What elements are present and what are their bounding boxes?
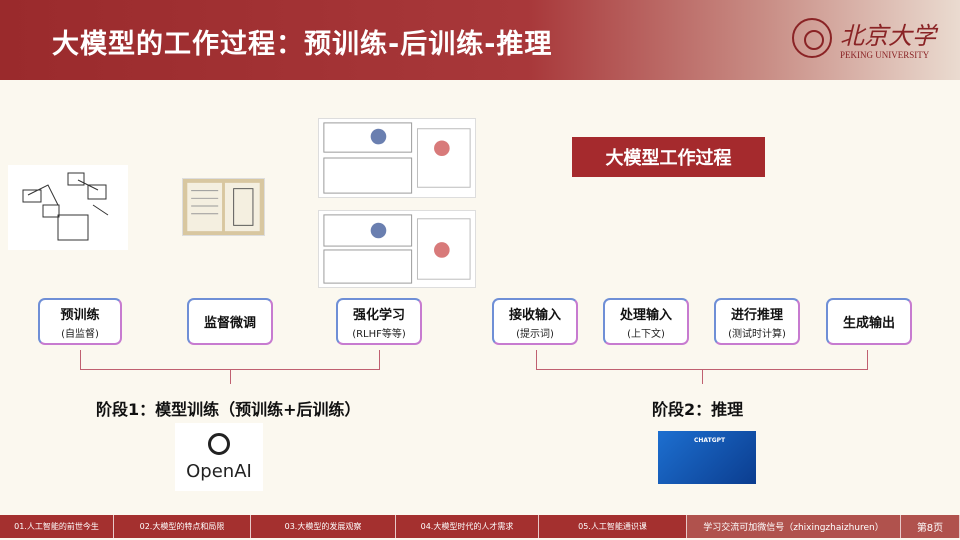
step-label: 监督微调	[203, 316, 256, 331]
rlhf-illustration-1	[318, 118, 476, 198]
step-label: 接收输入	[508, 307, 561, 323]
step-label: 强化学习	[352, 307, 405, 323]
step-rl: 强化学习 (RLHF等等)	[336, 298, 422, 345]
footer-nav: 01.人工智能的前世今生 02.大模型的特点和局限 03.大模型的发展观察 04…	[0, 515, 960, 538]
step-label: 生成输出	[842, 316, 895, 331]
step-sublabel: (RLHF等等)	[352, 328, 406, 340]
stage1-label: 阶段1：模型训练（预训练+后训练）	[96, 400, 361, 419]
stage2-label: 阶段2：推理	[652, 400, 744, 419]
stage1-bracket	[80, 350, 380, 370]
section-heading: 大模型工作过程	[572, 137, 765, 177]
pku-logo: 北京大学 PEKING UNIVERSITY	[792, 14, 952, 64]
stage1-bracket-stem	[230, 370, 231, 384]
openai-wordmark: OpenAI	[186, 460, 252, 482]
footer-item-2[interactable]: 02.大模型的特点和局限	[114, 515, 251, 538]
step-reasoning: 进行推理 (测试时计算)	[714, 298, 800, 345]
step-sft: 监督微调	[187, 298, 273, 345]
openai-logo: OpenAI	[175, 423, 263, 491]
page-number: 第8页	[901, 515, 960, 538]
step-sublabel: (测试时计算)	[728, 328, 786, 340]
stage2-bracket-stem	[702, 370, 703, 384]
footer-item-3[interactable]: 03.大模型的发展观察	[251, 515, 396, 538]
step-label: 进行推理	[730, 307, 783, 323]
step-sublabel: (自监督)	[61, 328, 99, 340]
openai-knot-icon	[208, 432, 230, 455]
rlhf-illustration-2	[318, 210, 476, 288]
step-label: 处理输入	[619, 307, 672, 323]
footer-item-4[interactable]: 04.大模型时代的人才需求	[396, 515, 539, 538]
chatgpt-image: CHATGPT	[658, 431, 756, 484]
page-title: 大模型的工作过程：预训练-后训练-推理	[52, 29, 553, 60]
step-sublabel: (提示词)	[516, 328, 554, 340]
chatgpt-wordmark: CHATGPT	[694, 437, 726, 444]
logo-cn: 北京大学	[840, 22, 936, 50]
qa-book-illustration	[182, 178, 265, 236]
footer-item-5[interactable]: 05.人工智能通识课	[539, 515, 687, 538]
logo-en: PEKING UNIVERSITY	[840, 50, 930, 60]
step-receive-input: 接收输入 (提示词)	[492, 298, 578, 345]
step-sublabel: (上下文)	[627, 328, 665, 340]
pretraining-data-illustration	[8, 165, 128, 250]
step-label: 预训练	[60, 307, 100, 323]
header: 大模型的工作过程：预训练-后训练-推理 北京大学 PEKING UNIVERSI…	[0, 0, 960, 80]
step-pretraining: 预训练 (自监督)	[38, 298, 122, 345]
stage2-bracket	[536, 350, 868, 370]
footer-wechat: 学习交流可加微信号（zhixingzhaizhuren）	[687, 515, 901, 538]
pku-seal-icon	[792, 18, 832, 58]
step-generate-output: 生成输出	[826, 298, 912, 345]
step-process-input: 处理输入 (上下文)	[603, 298, 689, 345]
footer-item-1[interactable]: 01.人工智能的前世今生	[0, 515, 114, 538]
